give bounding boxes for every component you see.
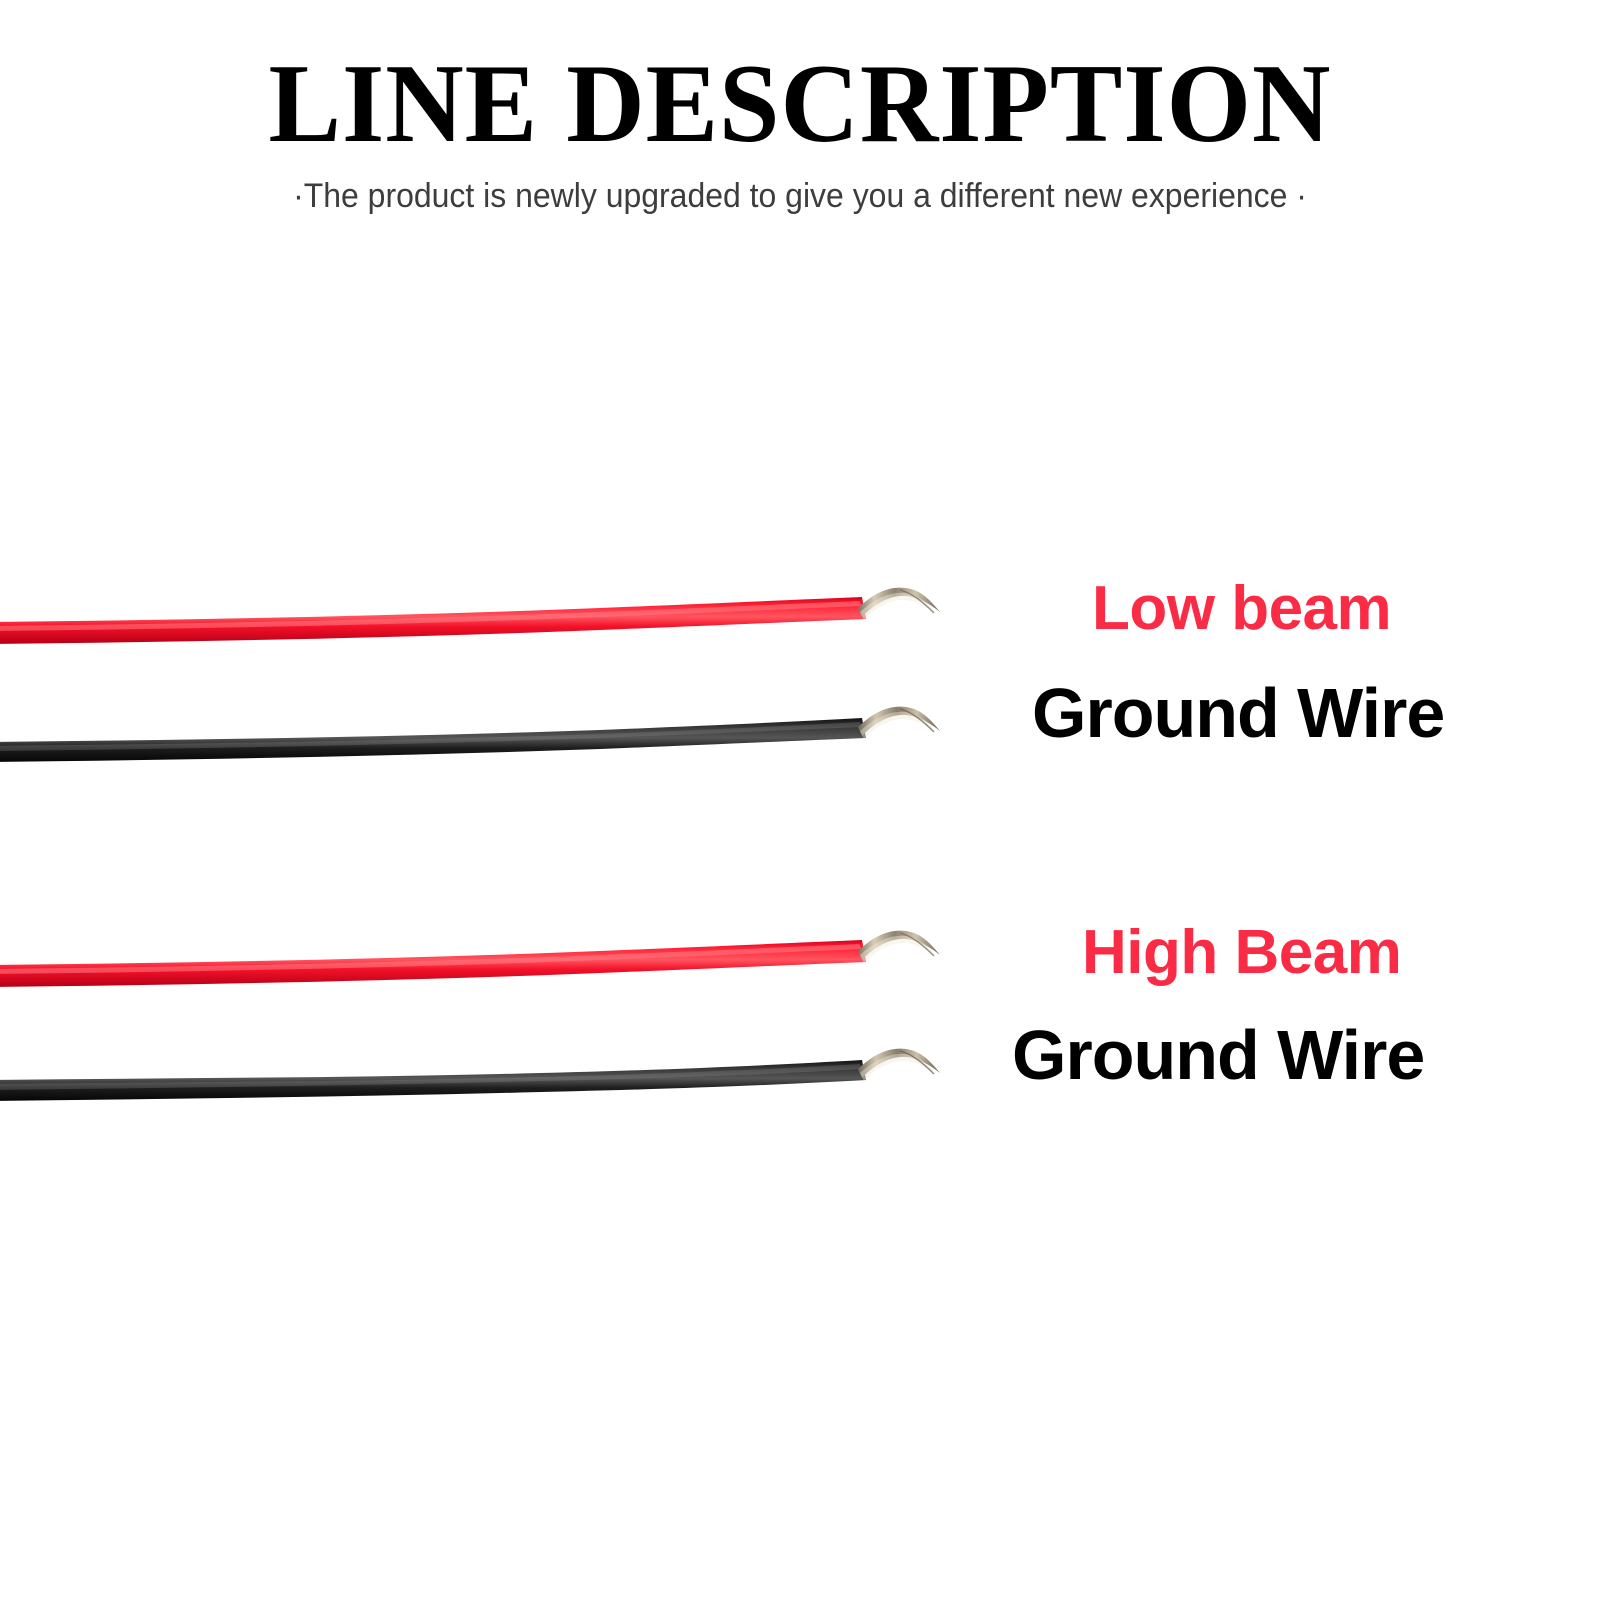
black-insulation: [0, 718, 866, 762]
wire-label-ground-wire-low: Ground Wire: [1032, 674, 1445, 752]
wire-label-ground-wire-high: Ground Wire: [1012, 1016, 1425, 1094]
wire-label-high-beam: High Beam: [1082, 918, 1402, 987]
copper-strand: [858, 706, 940, 736]
red-wire-highlight: [0, 944, 861, 974]
red-wire-graphic: [0, 930, 940, 987]
copper-strand: [858, 930, 940, 960]
copper-strand: [858, 587, 940, 617]
page-subtitle: ·The product is newly upgraded to give y…: [293, 177, 1307, 215]
red-wire-highlight: [0, 601, 861, 631]
red-wire-graphic: [0, 587, 940, 644]
copper-strand-highlight: [860, 1053, 936, 1081]
copper-strand-line: [899, 708, 935, 733]
copper-strand: [858, 1048, 940, 1078]
wire-high-beam-ground: Ground Wire: [0, 1020, 1425, 1130]
black-wire-highlight: [0, 1064, 861, 1090]
black-wire-highlight: [0, 722, 861, 751]
page-title: LINE DESCRIPTION: [268, 42, 1332, 166]
black-insulation: [0, 1060, 866, 1101]
copper-strand-highlight: [860, 711, 936, 739]
black-wire-graphic: [0, 706, 940, 762]
copper-strand-line: [899, 932, 935, 957]
wire-low-beam-positive: Low beam: [0, 560, 1392, 670]
copper-strand-highlight: [860, 592, 936, 620]
wire-low-beam-ground: Ground Wire: [0, 678, 1445, 790]
copper-strand-line: [899, 1050, 935, 1075]
copper-strand-line: [899, 589, 935, 614]
copper-strand-highlight: [860, 935, 936, 963]
wire-high-beam-positive: High Beam: [0, 905, 1402, 1015]
black-wire-graphic: [0, 1048, 940, 1101]
wire-label-low-beam: Low beam: [1092, 574, 1392, 643]
